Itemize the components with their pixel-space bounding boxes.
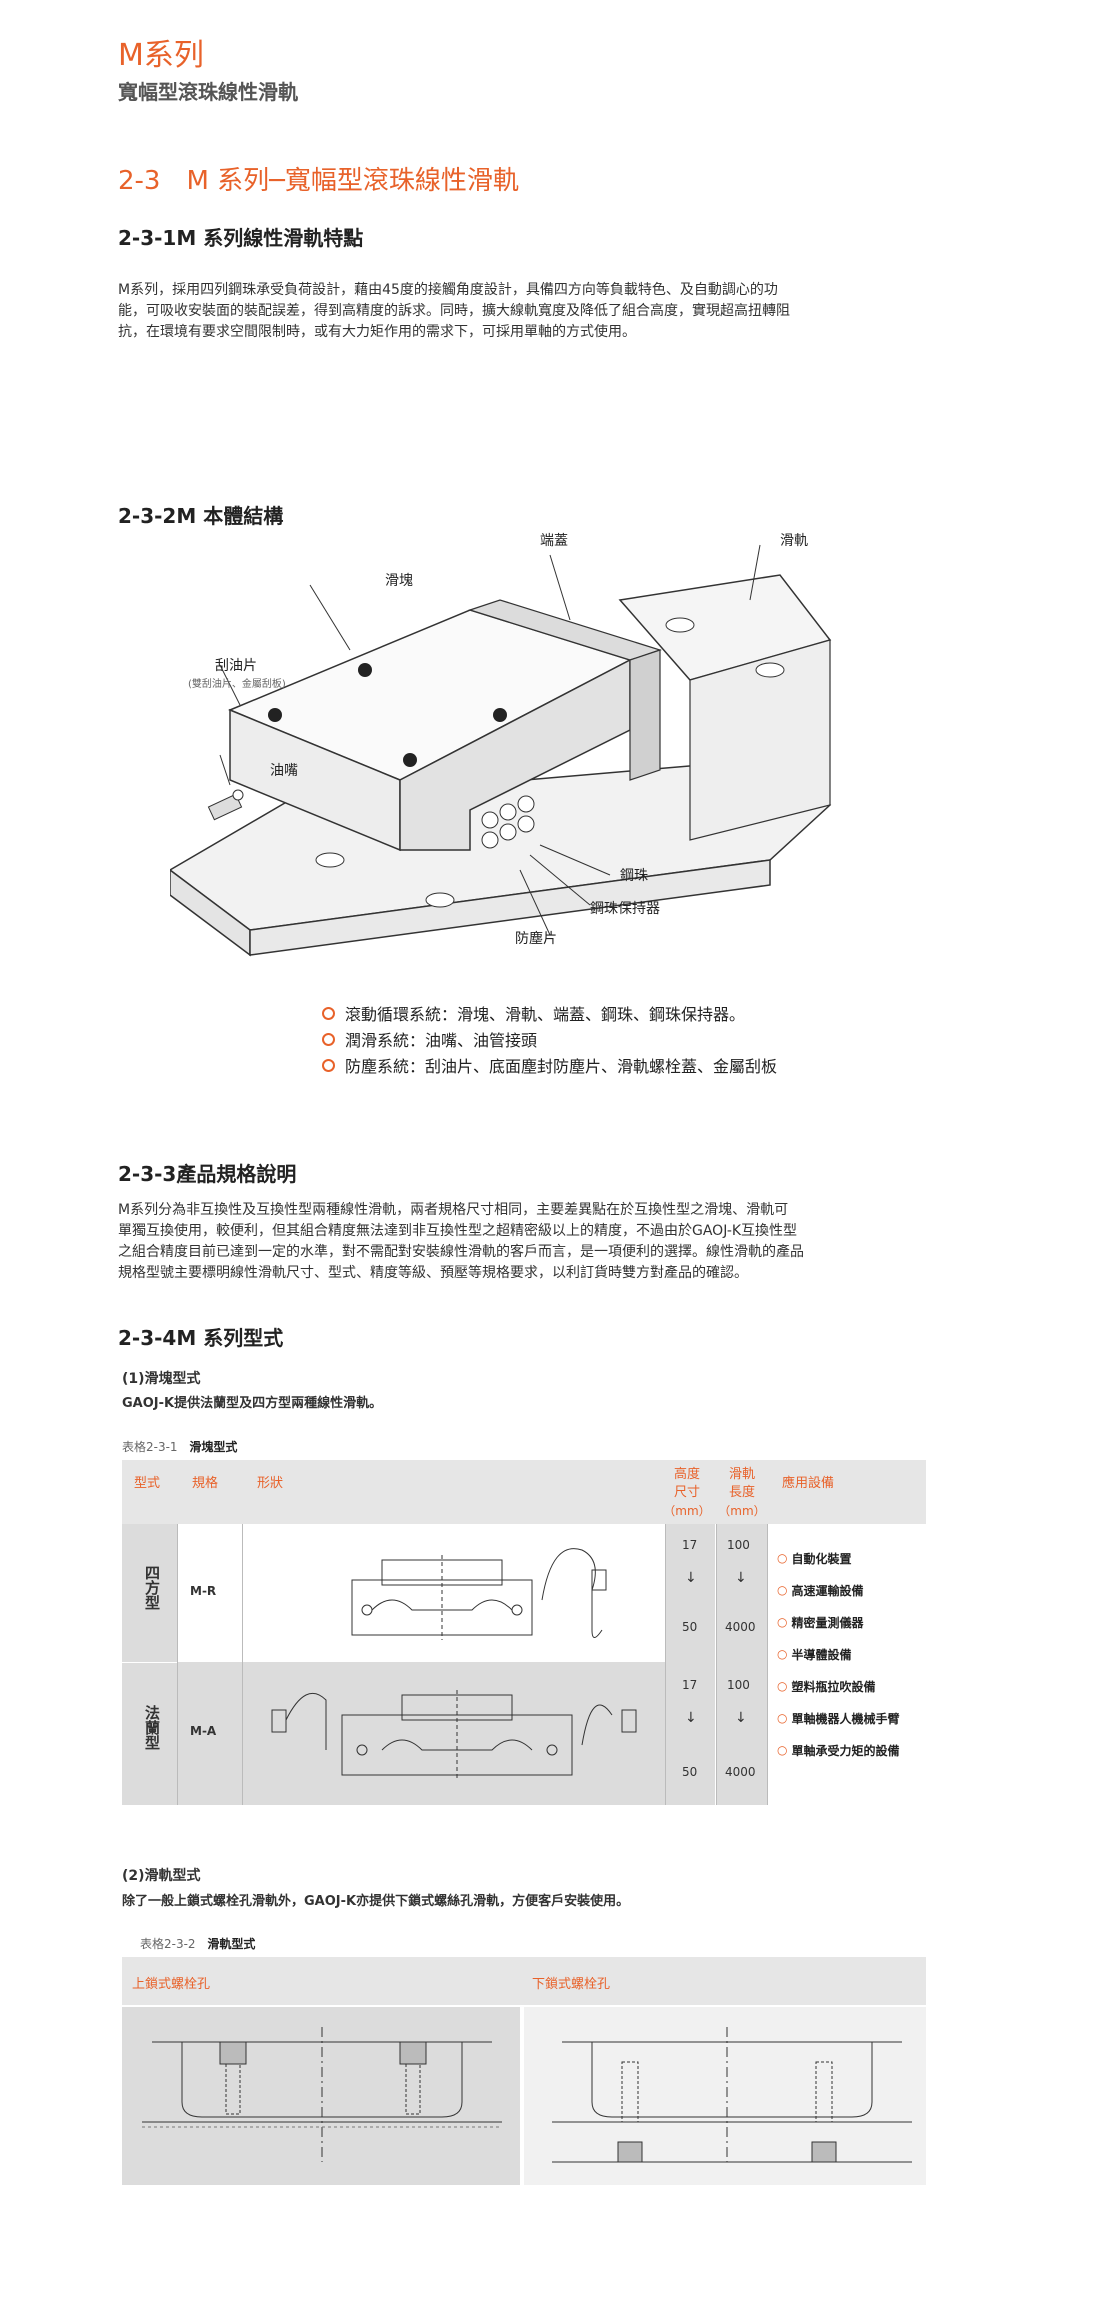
row1-type: 四方型 <box>143 1565 161 1610</box>
page-subtitle: 寬幅型滾珠線性滑軌 <box>118 80 298 104</box>
s3-line: 之組合精度目前已達到一定的水準，對不需配對安裝線性滑軌的客戶而言，是一項便利的選… <box>118 1244 804 1260</box>
p1-text: GAOJ-K提供法蘭型及四方型兩種線性滑軌。 <box>122 1396 383 1411</box>
s4-title: 2-3-4M 系列型式 <box>118 1326 284 1350</box>
bullet-circle-icon <box>322 1058 335 1072</box>
height-col-bg <box>665 1524 715 1805</box>
row2-l-arrow: ↓ <box>735 1710 747 1726</box>
app-item: ○精密量測儀器 <box>777 1615 864 1630</box>
top-lock-rail-drawing <box>142 2027 502 2162</box>
app-item: ○單軸承受力矩的設備 <box>777 1743 900 1758</box>
row2-h-arrow: ↓ <box>685 1710 697 1726</box>
linear-guide-illustration <box>168 544 832 957</box>
table2-caption-title: 滑軌型式 <box>207 1937 256 1951</box>
col-shape: 形狀 <box>257 1476 284 1491</box>
length-col-bg <box>717 1524 767 1805</box>
label-dust-seal: 防塵片 <box>515 931 557 947</box>
s3-line: M系列分為非互換性及互換性型兩種線性滑軌，兩者規格尺寸相同，主要差異點在於互換性… <box>118 1202 789 1218</box>
bullet-circle-icon <box>322 1032 335 1046</box>
table1: 型式 規格 形狀 高度 尺寸 （mm） 滑軌 長度 （mm） 應用設備 四方型 … <box>122 1460 926 1805</box>
label-end-cap: 端蓋 <box>540 533 568 549</box>
flange-block-drawing <box>271 1690 637 1780</box>
label-ball: 鋼珠 <box>620 868 648 884</box>
p1-title: (1)滑塊型式 <box>122 1371 201 1387</box>
p2-text: 除了一般上鎖式螺栓孔滑軌外，GAOJ-K亦提供下鎖式螺絲孔滑軌，方便客戶安裝使用… <box>122 1894 630 1909</box>
s3-paragraph: M系列分為非互換性及互換性型兩種線性滑軌，兩者規格尺寸相同，主要差異點在於互換性… <box>118 1200 998 1284</box>
label-scraper-note: (雙刮油片、金屬刮板) <box>188 679 286 690</box>
row2-l-max: 4000 <box>725 1765 756 1779</box>
s2-title: 2-3-2M 本體結構 <box>118 504 284 528</box>
table1-caption-no: 表格2-3-1 <box>122 1440 178 1454</box>
col-type: 型式 <box>134 1476 161 1491</box>
square-block-drawing <box>351 1548 607 1640</box>
col-length: 滑軌 長度 （mm） <box>718 1467 766 1518</box>
s1-paragraph: M系列，採用四列鋼珠承受負荷設計，藉由45度的接觸角度設計，具備四方向等負載特色… <box>118 280 998 343</box>
s3-title: 2-3-3產品規格說明 <box>118 1162 297 1186</box>
table1-caption: 表格2-3-1 滑塊型式 <box>122 1438 237 1455</box>
label-rail: 滑軌 <box>780 533 808 549</box>
row2-type: 法蘭型 <box>143 1705 161 1750</box>
table2: 上鎖式螺栓孔 下鎖式螺栓孔 <box>122 1957 926 2185</box>
table2-col2: 下鎖式螺栓孔 <box>532 1977 611 1992</box>
label-block: 滑塊 <box>385 573 413 589</box>
s1-title: 2-3-1M 系列線性滑軌特點 <box>118 226 364 250</box>
section-title: 2-3 M 系列─寬幅型滾珠線性滑軌 <box>118 166 519 196</box>
s3-line: 單獨互換使用，較便利，但其組合精度無法達到非互換性型之超精密級以上的精度，不過由… <box>118 1223 798 1239</box>
row1-l-arrow: ↓ <box>735 1570 747 1586</box>
table1-header <box>122 1460 926 1524</box>
applications-list: ○自動化裝置 ○高速運輸設備 ○精密量測儀器 ○半導體設備 ○塑料瓶拉吹設備 ○… <box>777 1542 900 1766</box>
row2-h-min: 17 <box>682 1678 698 1692</box>
row1-l-min: 100 <box>727 1538 750 1552</box>
table2-header <box>122 1957 926 2005</box>
row1-h-min: 17 <box>682 1538 698 1552</box>
col-app: 應用設備 <box>782 1476 835 1491</box>
label-scraper: 刮油片 <box>215 658 257 674</box>
row2-spec: M-A <box>190 1724 217 1738</box>
structure-diagram: 端蓋 滑軌 滑塊 刮油片 (雙刮油片、金屬刮板) 油嘴 鋼珠 鋼珠保持器 防塵片 <box>168 530 930 980</box>
row1-h-arrow: ↓ <box>685 1570 697 1586</box>
table2-caption-no: 表格2-3-2 <box>140 1937 196 1951</box>
table2-cell1 <box>122 2007 520 2185</box>
type-col-bg <box>122 1524 177 1805</box>
row2-l-min: 100 <box>727 1678 750 1692</box>
bottom-lock-rail-drawing <box>552 2027 912 2163</box>
s1-line: 能，可吸收安裝面的裝配誤差，得到高精度的訴求。同時，擴大線軌寬度及降低了組合高度… <box>118 303 790 319</box>
feature-item: 潤滑系統：油嘴、油管接頭 <box>322 1026 777 1052</box>
app-item: ○單軸機器人機械手臂 <box>777 1711 900 1726</box>
label-retainer: 鋼珠保持器 <box>590 901 660 917</box>
row1-spec: M-R <box>190 1584 217 1598</box>
col-spec: 規格 <box>192 1476 219 1491</box>
app-item: ○自動化裝置 <box>777 1551 852 1566</box>
feature-item: 防塵系統：刮油片、底面塵封防塵片、滑軌螺栓蓋、金屬刮板 <box>322 1052 777 1078</box>
label-nozzle: 油嘴 <box>270 763 298 779</box>
table2-caption: 表格2-3-2 滑軌型式 <box>140 1935 255 1952</box>
row1-h-max: 50 <box>682 1620 698 1634</box>
feature-list: 滾動循環系統：滑塊、滑軌、端蓋、鋼珠、鋼珠保持器。 潤滑系統：油嘴、油管接頭 防… <box>322 1000 777 1078</box>
s3-line: 規格型號主要標明線性滑軌尺寸、型式、精度等級、預壓等規格要求，以利訂貨時雙方對產… <box>118 1265 748 1281</box>
app-item: ○塑料瓶拉吹設備 <box>777 1679 876 1694</box>
s1-line: M系列，採用四列鋼珠承受負荷設計，藉由45度的接觸角度設計，具備四方向等負載特色… <box>118 282 778 298</box>
row2-h-max: 50 <box>682 1765 698 1779</box>
app-item: ○高速運輸設備 <box>777 1583 864 1598</box>
table1-caption-title: 滑塊型式 <box>189 1440 238 1454</box>
row1-l-max: 4000 <box>725 1620 756 1634</box>
bullet-circle-icon <box>322 1006 335 1020</box>
col-height: 高度 尺寸 （mm） <box>663 1467 711 1518</box>
feature-item: 滾動循環系統：滑塊、滑軌、端蓋、鋼珠、鋼珠保持器。 <box>322 1000 777 1026</box>
table2-col1: 上鎖式螺栓孔 <box>132 1977 211 1992</box>
p2-title: (2)滑軌型式 <box>122 1868 201 1884</box>
app-item: ○半導體設備 <box>777 1647 852 1662</box>
s1-line: 抗，在環境有要求空間限制時，或有大力矩作用的需求下，可採用單軸的方式使用。 <box>118 324 636 340</box>
page-title: M系列 <box>118 38 204 73</box>
row2-bg <box>177 1662 665 1805</box>
table2-cell2 <box>524 2007 926 2185</box>
